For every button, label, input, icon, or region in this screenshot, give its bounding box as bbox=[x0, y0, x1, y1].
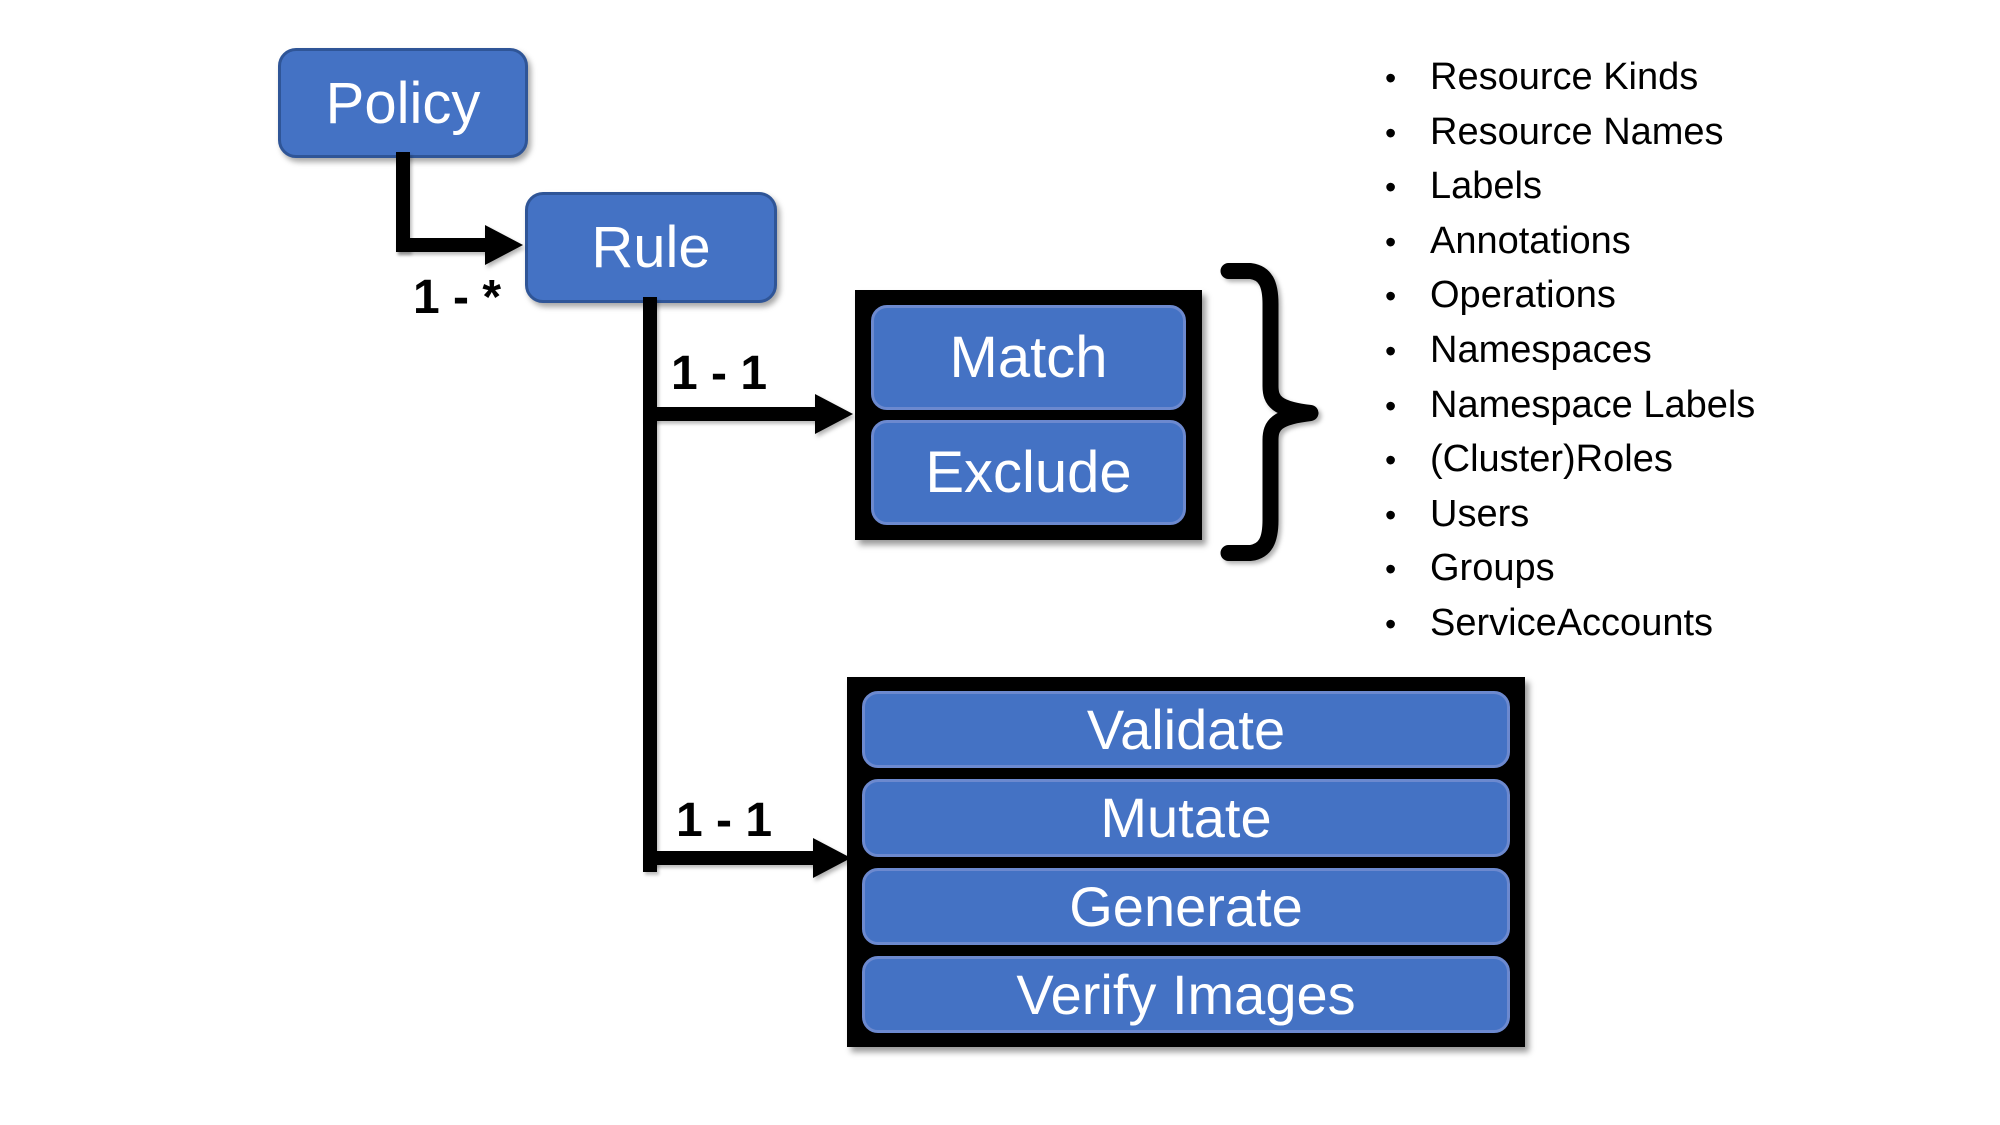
bullet-icon: • bbox=[1385, 387, 1397, 424]
bullet-icon: • bbox=[1385, 605, 1397, 642]
filter-label: Users bbox=[1430, 492, 1530, 535]
match-node: Match bbox=[871, 305, 1186, 410]
rule-node: Rule bbox=[525, 192, 777, 303]
filter-label: Labels bbox=[1430, 165, 1542, 208]
exclude-node: Exclude bbox=[871, 420, 1186, 525]
mutate-node-label: Mutate bbox=[1100, 786, 1272, 850]
bullet-icon: • bbox=[1385, 442, 1397, 479]
validate-node-label: Validate bbox=[1086, 698, 1286, 762]
filter-list-item: • (Cluster)Roles bbox=[1385, 432, 1755, 487]
filter-list-item: • ServiceAccounts bbox=[1385, 596, 1755, 651]
filter-label: Resource Kinds bbox=[1430, 56, 1699, 98]
match-node-label: Match bbox=[949, 325, 1108, 390]
policy-node-label: Policy bbox=[325, 70, 481, 136]
verify-images-node-label: Verify Images bbox=[1016, 962, 1356, 1026]
verify-images-node: Verify Images bbox=[862, 955, 1510, 1033]
rule-filters-arrowhead-icon bbox=[815, 394, 853, 434]
filter-label: Annotations bbox=[1430, 219, 1631, 262]
policy-node: Policy bbox=[278, 48, 528, 158]
brace-icon bbox=[1220, 263, 1319, 561]
bullet-icon: • bbox=[1385, 496, 1397, 533]
filter-list-item: • Users bbox=[1385, 487, 1755, 542]
rule-filters-multiplicity-label: 1 - 1 bbox=[670, 347, 768, 400]
bullet-icon: • bbox=[1385, 332, 1397, 369]
filter-label: (Cluster)Roles bbox=[1430, 438, 1673, 481]
filter-label: Namespace Labels bbox=[1430, 383, 1756, 426]
filter-label: Operations bbox=[1430, 274, 1616, 317]
filter-list-item: • Groups bbox=[1385, 541, 1755, 596]
filter-label: Groups bbox=[1430, 547, 1555, 590]
filter-label: Resource Names bbox=[1430, 110, 1724, 153]
rule-actions-connector-horizontal bbox=[643, 851, 817, 865]
filter-list-item: • Labels bbox=[1385, 159, 1755, 214]
filter-criteria-list: •Resource Kinds •Resource Names •Labels … bbox=[1385, 50, 1755, 651]
generate-node: Generate bbox=[862, 867, 1510, 945]
rule-node-label: Rule bbox=[591, 215, 711, 280]
filter-label: ServiceAccounts bbox=[1430, 601, 1714, 644]
policy-rule-connector-horizontal bbox=[396, 238, 491, 252]
filter-list-item: • Namespaces bbox=[1385, 323, 1755, 378]
exclude-node-label: Exclude bbox=[925, 440, 1132, 505]
filter-list-item: • Operations bbox=[1385, 268, 1755, 323]
bullet-icon: • bbox=[1385, 223, 1397, 260]
bullet-icon: • bbox=[1385, 60, 1397, 96]
bullet-icon: • bbox=[1385, 169, 1397, 206]
policy-rule-connector-vertical bbox=[396, 152, 410, 252]
bullet-icon: • bbox=[1385, 551, 1397, 588]
rule-actions-multiplicity-label: 1 - 1 bbox=[675, 794, 773, 847]
filter-list-item: • Resource Kinds bbox=[1385, 50, 1755, 105]
mutate-node: Mutate bbox=[862, 779, 1510, 857]
rule-actions-arrowhead-icon bbox=[813, 838, 851, 878]
policy-rule-multiplicity-label: 1 - * bbox=[412, 271, 502, 324]
filter-list-item: • Annotations bbox=[1385, 214, 1755, 269]
generate-node-label: Generate bbox=[1069, 874, 1303, 938]
filter-list-item: • Namespace Labels bbox=[1385, 378, 1755, 433]
rule-branch-connector-vertical bbox=[643, 297, 657, 872]
filter-label: Namespaces bbox=[1430, 328, 1652, 371]
actions-group: Validate Mutate Generate Verify Images bbox=[847, 677, 1525, 1047]
rule-filters-connector-horizontal bbox=[643, 407, 819, 421]
validate-node: Validate bbox=[862, 691, 1510, 769]
match-exclude-group: Match Exclude bbox=[855, 290, 1202, 540]
bullet-icon: • bbox=[1385, 278, 1397, 315]
filter-list-item: • Resource Names bbox=[1385, 105, 1755, 160]
bullet-icon: • bbox=[1385, 114, 1397, 151]
policy-rule-arrowhead-icon bbox=[485, 225, 523, 265]
